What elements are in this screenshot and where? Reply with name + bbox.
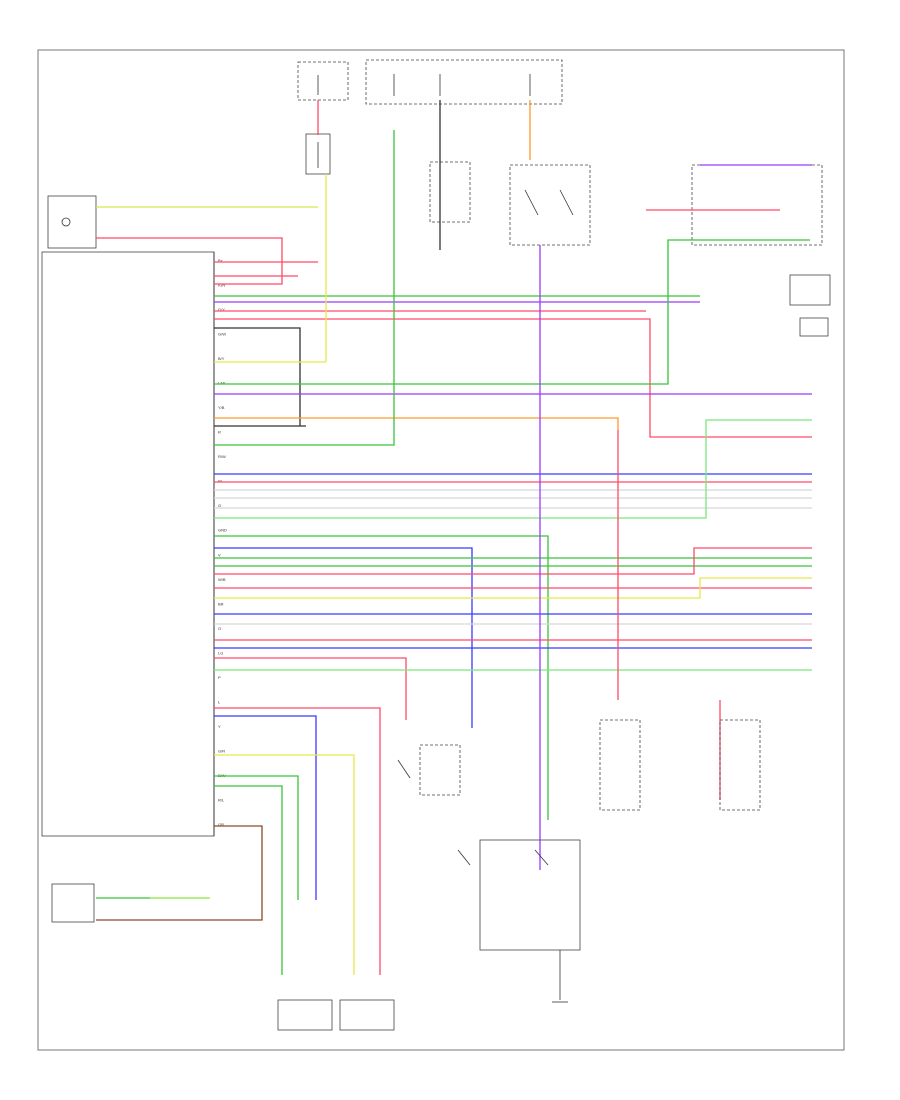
module-pin-label: P [218, 675, 221, 680]
right-connectors [691, 164, 831, 337]
central-fuse-block [365, 59, 563, 105]
control-module [41, 251, 215, 837]
module-pin-label: W/B [218, 577, 226, 582]
module-pin-label: V [218, 552, 221, 557]
module-pin-label: BR [218, 601, 224, 606]
bottom-heaters [277, 999, 395, 1031]
module-pin-label: L [218, 699, 221, 704]
module-pin-label: R/W [218, 454, 226, 459]
lower-left-connector [51, 883, 95, 923]
mid-switch [397, 744, 461, 796]
module-pin-label: GR [218, 822, 224, 827]
left-fuse-block [297, 61, 349, 101]
module-pin-label: G [218, 503, 221, 508]
module-pin-label: L/W [218, 381, 225, 386]
module-pin-label: B/Y [218, 356, 225, 361]
module-pin-label: G/W [218, 332, 226, 337]
module-pin-label: G/R [218, 748, 225, 753]
seat-sensor-left [47, 195, 97, 249]
front-switch-assembly [429, 161, 591, 246]
heater-relay-left [305, 133, 331, 175]
module-pin-label: IGN [218, 283, 225, 288]
module-pin-labels: B+ IGN G/Y G/W B/Y L/W Y/B R R/W W G GND V W/B BR O LG P L… [218, 258, 227, 827]
ground-symbol [552, 950, 568, 1003]
module-pin-label: G/Y [218, 307, 225, 312]
rear-switch-boxes [457, 719, 761, 951]
module-pin-label: GND [218, 528, 227, 533]
module-pin-label: R [218, 430, 221, 435]
module-pin-label: B+ [218, 258, 224, 263]
diagram-border [37, 49, 845, 1051]
module-pin-label: Y/B [218, 405, 225, 410]
module-pin-label: O [218, 626, 221, 631]
wires [96, 100, 812, 975]
module-pin-label: W [218, 479, 222, 484]
module-pin-label: LG [218, 650, 223, 655]
module-pin-label: R/L [218, 797, 225, 802]
module-pin-label: Y [218, 724, 221, 729]
